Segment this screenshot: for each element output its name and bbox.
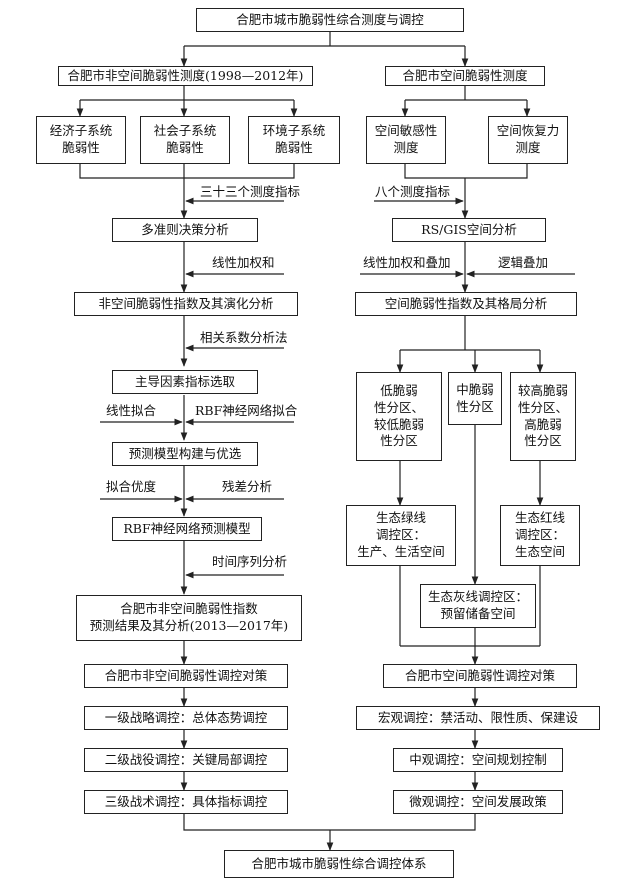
environment-subsystem-box: 环境子系统 脆弱性 [248,116,340,164]
title-box: 合肥市城市脆弱性综合测度与调控 [196,8,464,32]
high-vulnerability-zone-box: 较高脆弱 性分区、 高脆弱 性分区 [510,372,576,461]
nonspatial-strategy-box: 合肥市非空间脆弱性调控对策 [84,664,288,688]
grey-line-zone-box: 生态灰线调控区： 预留储备空间 [420,584,536,628]
label-residual-analysis: 残差分析 [222,479,273,494]
label-time-series-analysis: 时间序列分析 [212,554,288,569]
rsgis-box: RS/GIS空间分析 [392,218,546,242]
macro-control-box: 宏观调控：禁活动、限性质、保建设 [356,706,600,730]
red-line-zone-box: 生态红线 调控区： 生态空间 [500,505,580,566]
prediction-model-box: 预测模型构建与优选 [112,442,258,466]
green-line-zone-box: 生态绿线 调控区： 生产、生活空间 [346,505,456,566]
label-linear-weighting: 线性加权和 [212,255,275,270]
leading-factor-box: 主导因素指标选取 [112,370,258,394]
nonspatial-measure-box: 合肥市非空间脆弱性测度(1998—2012年) [58,66,313,86]
level2-campaign-box: 二级战役调控：关键局部调控 [84,748,288,772]
economic-subsystem-box: 经济子系统 脆弱性 [36,116,126,164]
label-33-indicators: 三十三个测度指标 [200,184,301,199]
label-correlation-analysis: 相关系数分析法 [200,330,288,345]
spatial-measure-box: 合肥市空间脆弱性测度 [385,66,545,86]
spatial-sensitivity-box: 空间敏感性 测度 [366,116,446,164]
label-linear-weighting-overlay: 线性加权和叠加 [363,255,451,270]
label-linear-fit: 线性拟合 [106,403,157,418]
level1-strategy-box: 一级战略调控：总体态势调控 [84,706,288,730]
micro-control-box: 微观调控：空间发展政策 [393,790,563,814]
label-logic-overlay: 逻辑叠加 [498,255,549,270]
social-subsystem-box: 社会子系统 脆弱性 [140,116,230,164]
meso-control-box: 中观调控：空间规划控制 [393,748,563,772]
spatial-resilience-box: 空间恢复力 测度 [488,116,568,164]
nonspatial-index-box: 非空间脆弱性指数及其演化分析 [74,292,298,316]
final-system-box: 合肥市城市脆弱性综合调控体系 [224,850,454,878]
rbf-model-box: RBF神经网络预测模型 [112,517,262,541]
spatial-index-box: 空间脆弱性指数及其格局分析 [355,292,577,316]
level3-tactic-box: 三级战术调控：具体指标调控 [84,790,288,814]
label-goodness-of-fit: 拟合优度 [106,479,157,494]
label-rbf-fit: RBF神经网络拟合 [195,403,298,418]
mid-vulnerability-zone-box: 中脆弱 性分区 [448,372,502,425]
low-vulnerability-zone-box: 低脆弱 性分区、 较低脆弱 性分区 [356,372,442,461]
prediction-result-box: 合肥市非空间脆弱性指数 预测结果及其分析(2013—2017年) [76,595,302,641]
mcda-box: 多准则决策分析 [112,218,258,242]
label-8-indicators: 八个测度指标 [375,184,451,199]
spatial-strategy-box: 合肥市空间脆弱性调控对策 [383,664,577,688]
